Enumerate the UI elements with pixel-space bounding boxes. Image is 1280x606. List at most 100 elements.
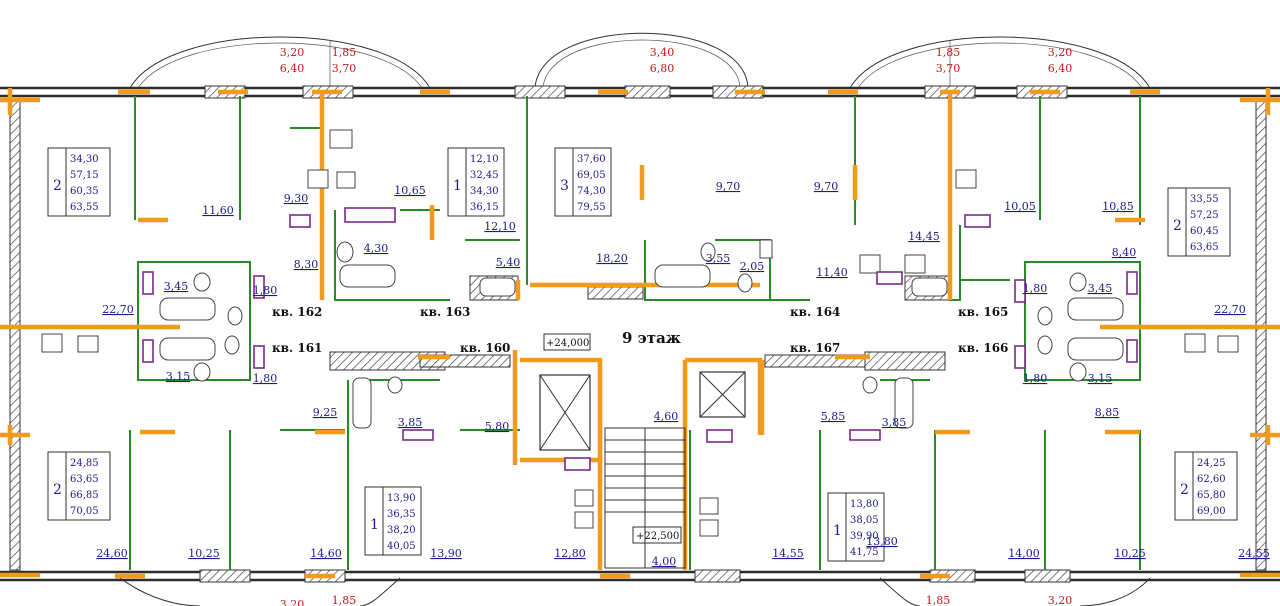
summary-value: 32,45 bbox=[470, 170, 499, 181]
summary-value: 69,05 bbox=[577, 170, 606, 181]
room-area: 14,60 bbox=[310, 547, 342, 560]
balcony-area-top: 3,20 bbox=[280, 598, 305, 606]
apartment-label: кв. 165 bbox=[958, 305, 1008, 319]
apartment-label: кв. 166 bbox=[958, 341, 1008, 355]
room-area: 3,45 bbox=[1088, 282, 1113, 295]
room-area: 3,15 bbox=[1088, 372, 1113, 385]
room-area: 9,70 bbox=[716, 180, 741, 193]
balcony-arcs bbox=[119, 32, 1151, 606]
balcony-area-top: 1,85 bbox=[332, 594, 357, 606]
summary-value: 63,65 bbox=[70, 474, 99, 485]
room-area: 11,40 bbox=[816, 266, 848, 279]
apartment-label: кв. 164 bbox=[790, 305, 840, 319]
room-area: 4,30 bbox=[364, 242, 389, 255]
summary-value: 13,90 bbox=[387, 493, 416, 504]
room-area: 5,85 bbox=[821, 410, 846, 423]
summary-value: 70,05 bbox=[70, 506, 99, 517]
room-area: 4,60 bbox=[654, 410, 679, 423]
summary-value: 13,80 bbox=[850, 499, 879, 510]
balcony-area-bottom: 6,80 bbox=[650, 62, 675, 75]
room-area: 14,55 bbox=[772, 547, 804, 560]
room-area: 12,10 bbox=[484, 220, 516, 233]
summary-value: 66,85 bbox=[70, 490, 99, 501]
room-area: 24,60 bbox=[96, 547, 128, 560]
summary-room-count: 1 bbox=[453, 178, 462, 194]
room-area: 4,00 bbox=[652, 555, 677, 568]
room-area: 3,45 bbox=[164, 280, 189, 293]
balcony-area-bottom: 3,70 bbox=[332, 62, 357, 75]
fixtures bbox=[41, 129, 1239, 537]
room-area: 3,15 bbox=[166, 370, 191, 383]
summary-value: 60,35 bbox=[70, 186, 99, 197]
room-area: 22,70 bbox=[102, 303, 134, 316]
room-area: 24,55 bbox=[1238, 547, 1270, 560]
summary-value: 34,30 bbox=[470, 186, 499, 197]
summary-room-count: 3 bbox=[560, 178, 569, 194]
room-area: 5,80 bbox=[485, 420, 510, 433]
summary-value: 36,15 bbox=[470, 202, 499, 213]
room-area: 14,00 bbox=[1008, 547, 1040, 560]
summary-value: 12,10 bbox=[470, 154, 499, 165]
summary-value: 37,60 bbox=[577, 154, 606, 165]
summary-value: 65,80 bbox=[1197, 490, 1226, 501]
balcony-area-bottom: 3,70 bbox=[936, 62, 961, 75]
room-area: 13,90 bbox=[430, 547, 462, 560]
room-area: 5,40 bbox=[496, 256, 521, 269]
core bbox=[539, 371, 746, 569]
balcony-area-top: 3,20 bbox=[280, 46, 305, 59]
room-area: 8,40 bbox=[1112, 246, 1137, 259]
room-area: 10,05 bbox=[1004, 200, 1036, 213]
summary-value: 39,90 bbox=[850, 531, 879, 542]
room-area: 3,55 bbox=[706, 252, 731, 265]
room-area: 14,45 bbox=[908, 230, 940, 243]
summary-value: 63,65 bbox=[1190, 242, 1219, 253]
room-area: 1,80 bbox=[1023, 372, 1048, 385]
summary-value: 74,30 bbox=[577, 186, 606, 197]
summary-boxes bbox=[47, 147, 1238, 562]
summary-value: 40,05 bbox=[387, 541, 416, 552]
summary-room-count: 2 bbox=[53, 178, 62, 194]
summary-room-count: 2 bbox=[1173, 218, 1182, 234]
summary-value: 34,30 bbox=[70, 154, 99, 165]
apartment-label: кв. 163 bbox=[420, 305, 470, 319]
summary-value: 63,55 bbox=[70, 202, 99, 213]
balcony-area-top: 1,85 bbox=[936, 46, 961, 59]
balcony-area-top: 1,85 bbox=[926, 594, 951, 606]
room-area: 1,80 bbox=[253, 372, 278, 385]
level-mark-upper: +24,000 bbox=[546, 338, 589, 349]
balcony-area-top: 1,85 bbox=[332, 46, 357, 59]
summary-value: 24,25 bbox=[1197, 458, 1226, 469]
apartment-label: кв. 167 bbox=[790, 341, 840, 355]
room-area: 1,80 bbox=[253, 284, 278, 297]
summary-value: 41,75 bbox=[850, 547, 879, 558]
room-area: 11,60 bbox=[202, 204, 234, 217]
summary-room-count: 1 bbox=[370, 517, 379, 533]
room-area: 13,80 bbox=[866, 535, 898, 548]
room-area: 10,65 bbox=[394, 184, 426, 197]
summary-value: 24,85 bbox=[70, 458, 99, 469]
level-boxes bbox=[543, 333, 682, 544]
room-area: 8,30 bbox=[294, 258, 319, 271]
room-area: 10,85 bbox=[1102, 200, 1134, 213]
room-area: 22,70 bbox=[1214, 303, 1246, 316]
room-area: 3,85 bbox=[398, 416, 423, 429]
room-area: 12,80 bbox=[554, 547, 586, 560]
apartment-label: кв. 161 bbox=[272, 341, 322, 355]
summary-value: 38,20 bbox=[387, 525, 416, 536]
room-area: 18,20 bbox=[596, 252, 628, 265]
summary-value: 38,05 bbox=[850, 515, 879, 526]
floor-title: 9 этаж bbox=[622, 329, 681, 347]
summary-value: 60,45 bbox=[1190, 226, 1219, 237]
summary-value: 57,25 bbox=[1190, 210, 1219, 221]
balcony-area-bottom: 6,40 bbox=[1048, 62, 1073, 75]
room-area: 2,05 bbox=[740, 260, 765, 273]
balcony-area-top: 3,40 bbox=[650, 46, 675, 59]
apartment-label: кв. 162 bbox=[272, 305, 322, 319]
summary-value: 33,55 bbox=[1190, 194, 1219, 205]
room-area: 10,25 bbox=[1114, 547, 1146, 560]
room-area: 3,85 bbox=[882, 416, 907, 429]
balcony-area-top: 3,20 bbox=[1048, 46, 1073, 59]
